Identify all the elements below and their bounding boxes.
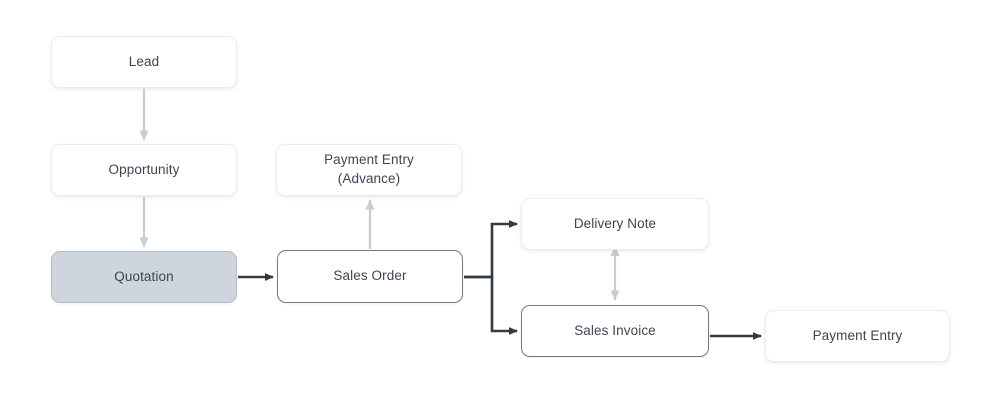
node-quotation-label: Quotation <box>114 268 174 284</box>
node-delivery-note-label: Delivery Note <box>573 215 657 231</box>
node-payment-entry-label: Payment Entry <box>812 327 903 343</box>
node-lead[interactable]: Lead <box>51 36 237 88</box>
node-opportunity-label: Opportunity <box>108 161 180 177</box>
node-payment-entry-advance[interactable]: Payment Entry (Advance) <box>276 144 462 196</box>
edge-sales-order-to-delivery-note <box>464 220 518 279</box>
node-sales-invoice[interactable]: Sales Invoice <box>521 305 709 357</box>
node-sales-order[interactable]: Sales Order <box>277 250 463 303</box>
node-lead-label: Lead <box>128 53 160 69</box>
node-payment-entry[interactable]: Payment Entry <box>765 310 950 362</box>
node-payment-entry-advance-label: Payment Entry (Advance) <box>324 152 414 186</box>
node-quotation[interactable]: Quotation <box>51 251 237 303</box>
node-opportunity[interactable]: Opportunity <box>51 144 237 196</box>
node-sales-invoice-label: Sales Invoice <box>574 322 656 338</box>
edge-sales-order-to-sales-invoice <box>464 275 518 335</box>
node-sales-order-label: Sales Order <box>333 268 407 284</box>
node-delivery-note[interactable]: Delivery Note <box>521 198 709 250</box>
